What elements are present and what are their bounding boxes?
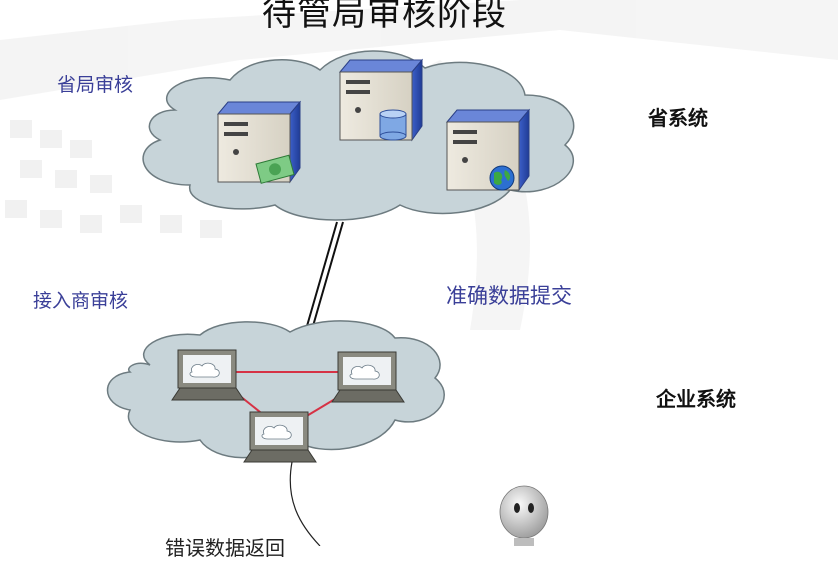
laptop-left-icon bbox=[171, 349, 245, 401]
server-globe-icon bbox=[445, 108, 531, 192]
server-money-icon bbox=[216, 100, 302, 184]
server-database-icon bbox=[338, 58, 424, 142]
network-diagram bbox=[0, 0, 838, 546]
label-province-system: 省系统 bbox=[648, 106, 708, 130]
label-submit-accurate: 准确数据提交 bbox=[446, 284, 572, 308]
label-enterprise-system: 企业系统 bbox=[656, 387, 736, 411]
laptop-bottom-icon bbox=[243, 411, 317, 463]
laptop-right-icon bbox=[331, 351, 405, 403]
label-province-review: 省局审核 bbox=[57, 74, 134, 96]
link-province-enterprise bbox=[306, 221, 344, 327]
person-figure-icon bbox=[499, 485, 549, 546]
label-isp-review: 接入商审核 bbox=[33, 290, 129, 312]
return-curve bbox=[289, 461, 321, 546]
label-bottom-partial: 错误数据返回 bbox=[165, 536, 285, 560]
page-title: 待管局审核阶段 bbox=[262, 0, 507, 34]
